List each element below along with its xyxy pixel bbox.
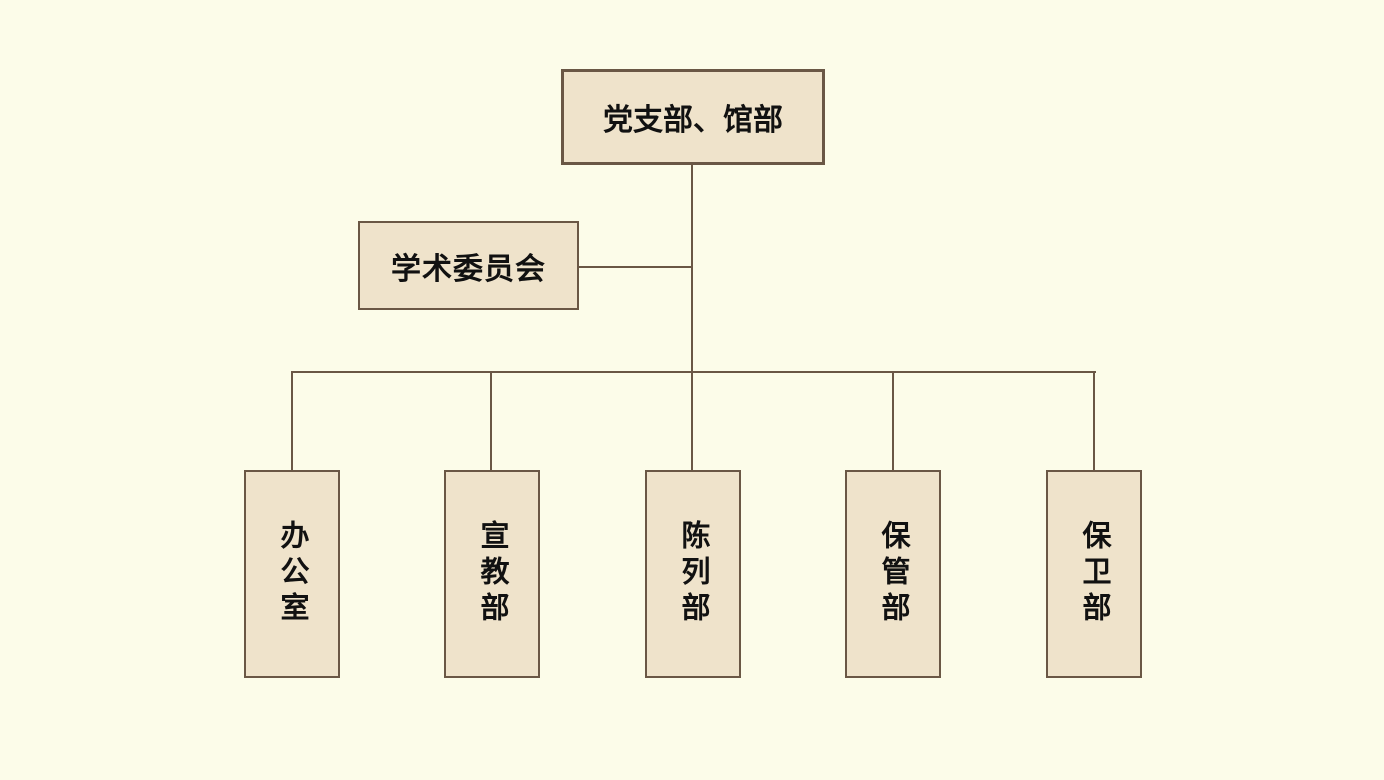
org-node-root: 党支部、馆部 bbox=[561, 69, 825, 165]
connector-drop-education bbox=[490, 372, 492, 470]
connector-rail-horizontal bbox=[291, 371, 1096, 373]
org-node-security: 保卫部 bbox=[1046, 470, 1142, 678]
org-node-custody-label: 保管部 bbox=[877, 520, 909, 628]
org-node-exhibition-label: 陈列部 bbox=[677, 520, 709, 628]
connector-drop-security bbox=[1093, 372, 1095, 470]
org-node-education: 宣教部 bbox=[444, 470, 540, 678]
connector-drop-office bbox=[291, 372, 293, 470]
org-node-exhibition: 陈列部 bbox=[645, 470, 741, 678]
connector-drop-custody bbox=[892, 372, 894, 470]
org-node-committee-label: 学术委员会 bbox=[391, 252, 546, 286]
org-node-office-label: 办公室 bbox=[276, 520, 308, 628]
org-node-committee: 学术委员会 bbox=[358, 221, 579, 310]
org-node-education-label: 宣教部 bbox=[476, 520, 508, 628]
connector-committee-horizontal bbox=[579, 266, 692, 268]
org-node-office: 办公室 bbox=[244, 470, 340, 678]
connector-root-vertical bbox=[691, 164, 693, 470]
org-node-custody: 保管部 bbox=[845, 470, 941, 678]
org-node-security-label: 保卫部 bbox=[1078, 520, 1110, 628]
org-node-root-label: 党支部、馆部 bbox=[603, 104, 783, 137]
